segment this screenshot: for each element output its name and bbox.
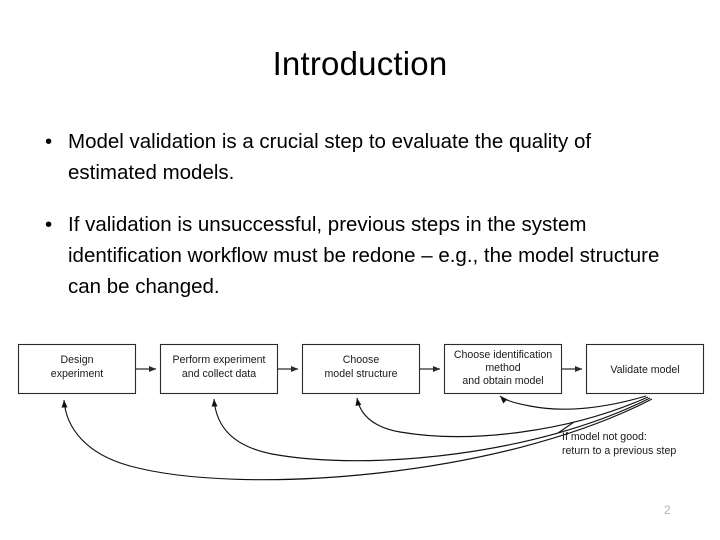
box-label-line: method [485, 362, 520, 374]
box-label-line: model structure [324, 368, 397, 380]
box-label-line: experiment [51, 368, 103, 380]
bullet-marker-icon: • [45, 213, 53, 236]
annotation-line: If model not good: [562, 431, 647, 443]
diagram-box-choose-model-structure: Choose model structure [301, 343, 421, 395]
feedback-curve-to-model-structure [355, 396, 649, 438]
annotation-line: return to a previous step [562, 445, 676, 457]
feedback-curve-to-identification [499, 395, 647, 410]
box-label-line: Choose [343, 354, 380, 366]
bullet-marker-icon: • [45, 130, 53, 153]
bullet-list: • Model validation is a crucial step to … [38, 126, 663, 302]
box-label-line: Choose identification [454, 349, 552, 361]
bullet-text: If validation is unsuccessful, previous … [68, 213, 660, 298]
feedback-curve-to-perform-experiment [211, 397, 651, 462]
diagram-box-perform-experiment: Perform experiment and collect data [159, 343, 279, 395]
box-label-line: and obtain model [462, 375, 543, 387]
annotation-leader-line [557, 421, 575, 434]
box-label-line: Perform experiment [172, 354, 265, 366]
diagram-box-choose-identification-method: Choose identification method and obtain … [443, 343, 563, 395]
bullet-text: Model validation is a crucial step to ev… [68, 130, 592, 184]
page-title: Introduction [272, 45, 448, 82]
diagram-box-validate-model: Validate model [585, 343, 705, 395]
list-item: • Model validation is a crucial step to … [38, 126, 663, 188]
diagram-annotation: If model not good: return to a previous … [562, 431, 676, 457]
box-label-line: and collect data [182, 368, 256, 380]
feedback-curve-to-design-experiment [61, 398, 653, 481]
box-label-line: Validate model [610, 364, 679, 376]
box-label-line: Design [61, 354, 94, 366]
workflow-diagram: Design experiment Perform experiment and… [0, 326, 720, 486]
diagram-box-design-experiment: Design experiment [17, 343, 137, 395]
list-item: • If validation is unsuccessful, previou… [38, 209, 663, 302]
page-number: 2 [664, 503, 671, 517]
